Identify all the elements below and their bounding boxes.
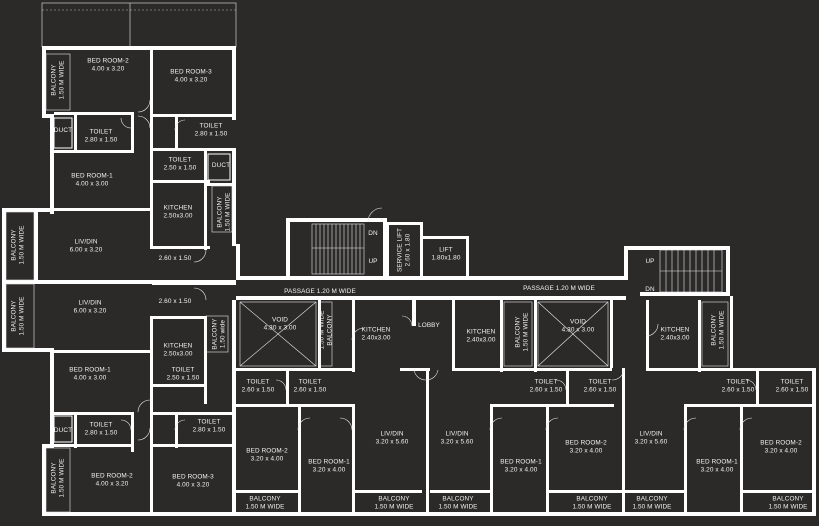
terrace-outline <box>41 2 237 48</box>
duct <box>53 117 73 149</box>
void-right <box>537 301 609 367</box>
balcony-outline <box>701 301 729 367</box>
balcony-outline <box>205 315 229 353</box>
stair-up-label: UP <box>368 258 378 266</box>
passage-label-right: PASSAGE 1.20 M WIDE <box>523 285 595 293</box>
balcony-outline <box>503 301 533 367</box>
lobby-label: LOBBY <box>418 322 440 330</box>
duct-label: DUCT <box>211 162 231 170</box>
core-door-swing <box>367 207 383 223</box>
stair-dn-label: DN <box>368 230 378 238</box>
passage-label-left: PASSAGE 1.20 M WIDE <box>284 288 356 296</box>
core-walls <box>236 218 730 326</box>
stair-right <box>659 249 723 293</box>
door-swings-left <box>120 99 207 441</box>
balcony-outline <box>45 447 71 513</box>
balcony-outline <box>319 301 333 367</box>
void-left <box>239 301 317 367</box>
stair-dn-label: DN <box>645 286 655 294</box>
stair-up-label: UP <box>645 258 655 266</box>
right-units-walls <box>232 296 816 516</box>
duct-label: DUCT <box>53 127 73 135</box>
passage-size-label: 2.60 x 1.50 <box>158 255 192 263</box>
door-swings-right <box>275 323 757 431</box>
duct <box>53 415 73 443</box>
balcony-outline <box>45 53 71 111</box>
duct-label: DUCT <box>53 427 73 435</box>
balcony-outline <box>5 211 35 281</box>
lobby-door-swing <box>401 315 413 327</box>
left-wing-walls <box>2 46 236 516</box>
stair-left <box>311 223 365 275</box>
balcony-outline <box>5 283 35 349</box>
passage-size-label: 2.60 x 1.50 <box>158 298 192 306</box>
balcony-outline <box>211 185 233 233</box>
duct <box>207 153 231 181</box>
